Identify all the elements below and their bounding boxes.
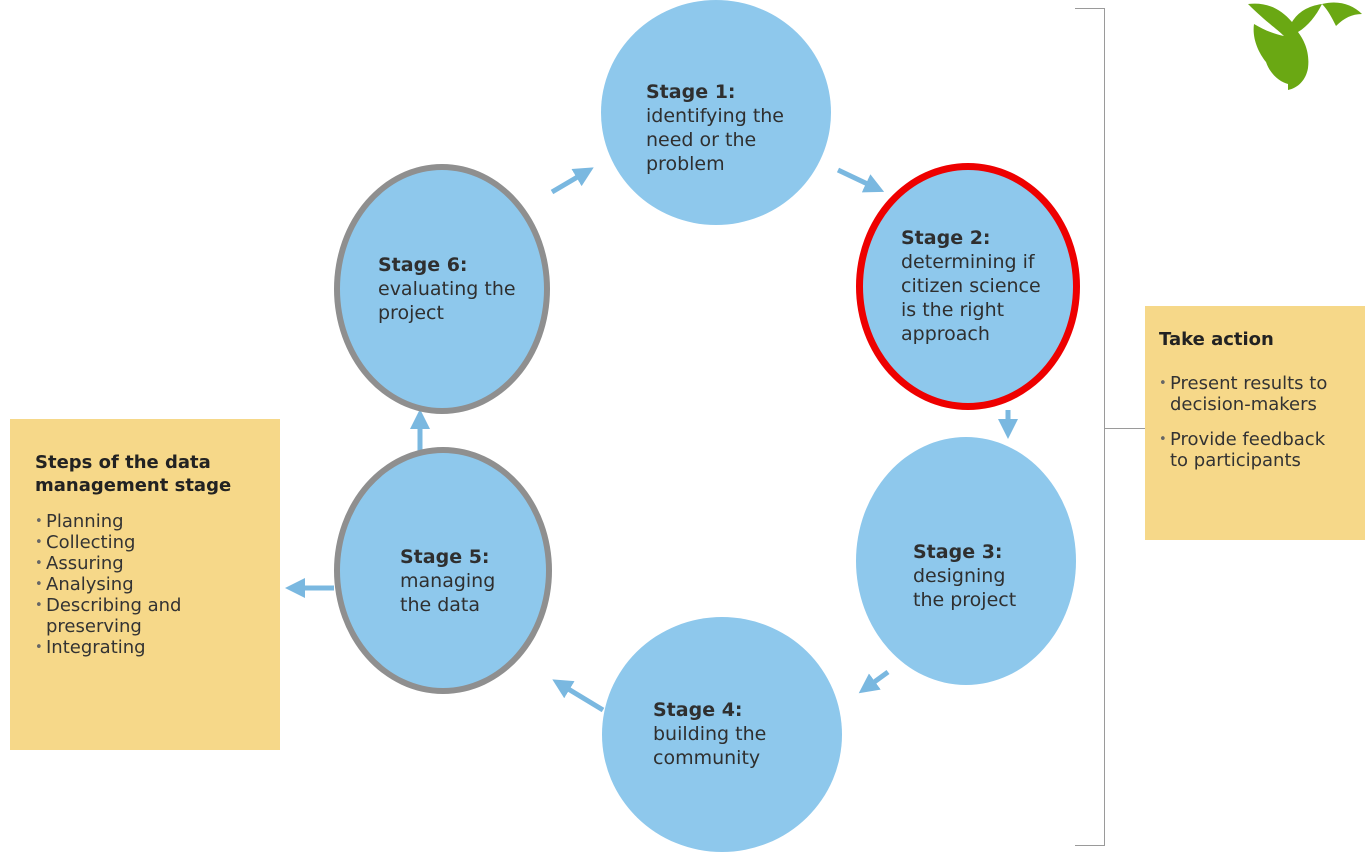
data-steps-list: Planning Collecting Assuring Analysing D…: [35, 511, 280, 658]
stage-desc-line: problem: [646, 153, 725, 175]
list-item-line: Provide feedback: [1170, 429, 1326, 450]
list-item: Integrating: [35, 637, 280, 658]
stage-3-text: Stage 3: designing the project: [913, 540, 1016, 612]
stage-desc-line: managing: [400, 570, 496, 592]
stage-desc-line: project: [378, 302, 444, 324]
arrow-stage3-to-stage4: [858, 669, 890, 694]
stage-4-circle: [602, 617, 842, 852]
stage-title: Stage 5:: [400, 546, 490, 568]
stage-desc-line: is the right: [901, 299, 1005, 321]
list-item: Present results to decision-makers: [1159, 373, 1365, 415]
stage-4-text: Stage 4: building the community: [653, 698, 766, 770]
bracket-line: [1075, 8, 1105, 846]
stage-5-circle: [334, 447, 552, 694]
stage-3-circle: [856, 437, 1076, 685]
stage-desc-line: citizen science: [901, 275, 1041, 297]
list-item: Provide feedback to participants: [1159, 429, 1365, 471]
list-item: Describing and: [35, 595, 280, 616]
list-item: Analysing: [35, 574, 280, 595]
box-heading: Take action: [1159, 329, 1274, 350]
list-item-line: to participants: [1170, 450, 1301, 471]
stage-desc-line: community: [653, 747, 761, 769]
stage-desc-line: evaluating the: [378, 278, 516, 300]
stage-5-text: Stage 5: managing the data: [400, 545, 495, 617]
stage-desc-line: designing: [913, 565, 1006, 587]
box-heading-line: Steps of the data: [35, 452, 211, 473]
arrow-stage1-to-stage2: [836, 167, 885, 193]
box-heading-line: management stage: [35, 475, 232, 496]
stage-title: Stage 6:: [378, 254, 468, 276]
arrow-stage4-to-stage5: [552, 679, 605, 713]
stage-desc-line: determining if: [901, 251, 1035, 273]
stage-desc-line: need or the: [646, 129, 757, 151]
stage-6-circle: [334, 164, 550, 414]
list-item-continuation: preserving: [46, 616, 142, 637]
stage-2-text: Stage 2: determining if citizen science …: [901, 226, 1041, 346]
stage-1-text: Stage 1: identifying the need or the pro…: [646, 80, 784, 176]
bird-icon: [1248, 2, 1362, 90]
list-item: Assuring: [35, 553, 280, 574]
stage-desc-line: identifying the: [646, 105, 785, 127]
stage-title: Stage 3:: [913, 541, 1003, 563]
stage-desc-line: the project: [913, 589, 1017, 611]
list-item: Planning: [35, 511, 280, 532]
stage-title: Stage 1:: [646, 81, 736, 103]
list-item: Collecting: [35, 532, 280, 553]
arrow-stage6-to-stage1: [550, 167, 594, 195]
take-action-list: Present results to decision-makers Provi…: [1159, 373, 1365, 471]
stage-title: Stage 4:: [653, 699, 743, 721]
list-item-line: decision-makers: [1170, 394, 1317, 415]
stage-title: Stage 2:: [901, 227, 991, 249]
take-action-box: Take action Present results to decision-…: [1145, 306, 1365, 540]
bracket-connector: [1105, 428, 1145, 429]
list-item-line: Present results to: [1170, 373, 1328, 394]
stage-1-circle: [601, 0, 831, 225]
stage-6-text: Stage 6: evaluating the project: [378, 253, 516, 325]
stage-desc-line: the data: [400, 594, 481, 616]
stage-desc-line: approach: [901, 323, 990, 345]
data-management-steps-box: Steps of the data management stage Plann…: [10, 419, 280, 750]
stage-2-circle: [856, 163, 1080, 410]
stage-desc-line: building the: [653, 723, 767, 745]
